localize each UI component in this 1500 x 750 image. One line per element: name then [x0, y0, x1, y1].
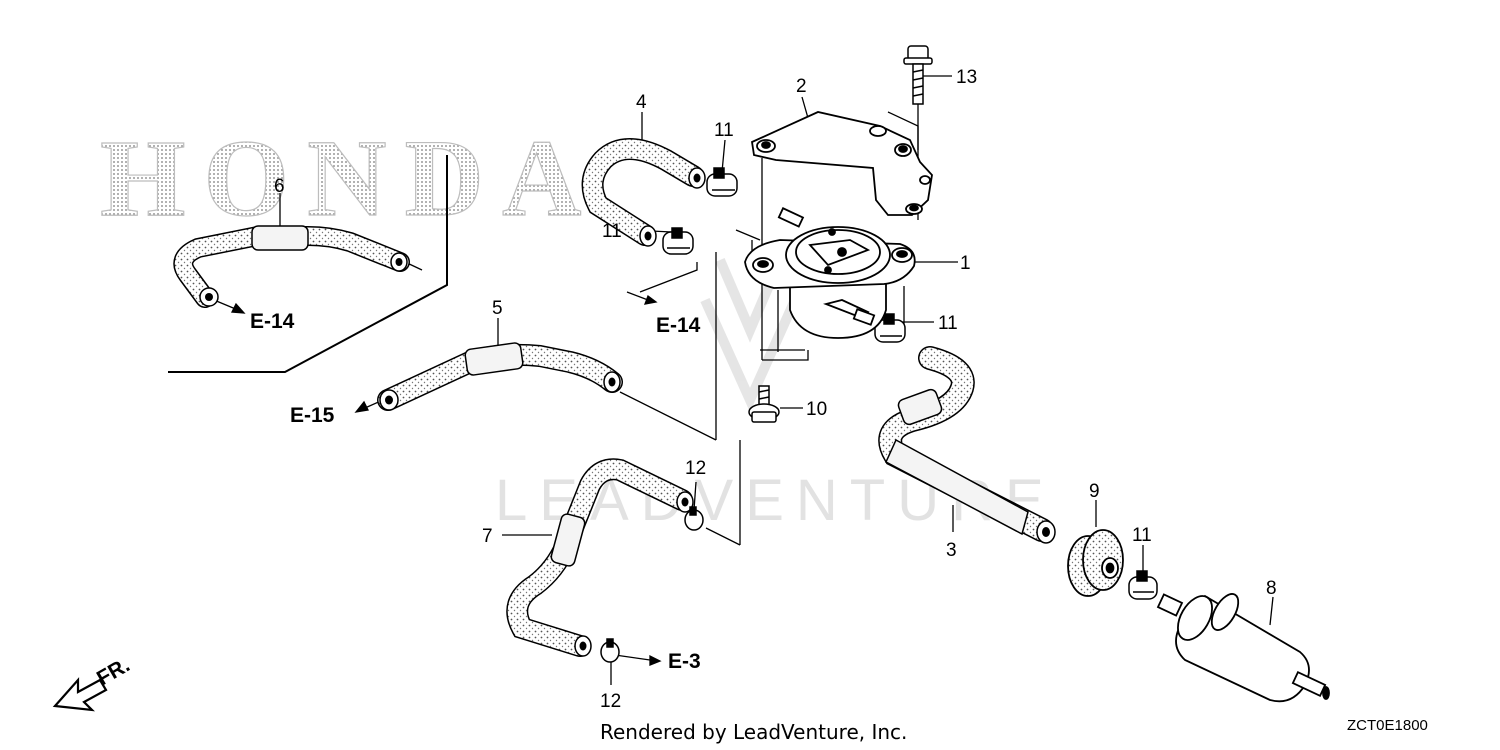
clip-11-top: [706, 167, 738, 197]
fuel-filter-8: [1156, 593, 1330, 703]
callout-11-right: 11: [938, 313, 958, 334]
grommet-9: [1067, 529, 1124, 597]
clip-11-mid: [662, 227, 694, 255]
callout-8: 8: [1266, 578, 1277, 599]
callout-11-top: 11: [714, 120, 734, 141]
diagram-code: ZCT0E1800: [1347, 717, 1428, 734]
callout-10: 10: [806, 399, 827, 420]
callout-4: 4: [636, 92, 647, 113]
callout-2: 2: [796, 76, 807, 97]
inset-border: [168, 155, 448, 373]
clip-11-bottom: [1128, 570, 1158, 600]
callout-7: 7: [482, 526, 493, 547]
callout-11-mid: 11: [602, 221, 622, 242]
hose-3: [878, 346, 1056, 544]
callout-5: 5: [492, 298, 503, 319]
honda-watermark: HONDA: [100, 117, 599, 239]
callout-13: 13: [956, 67, 977, 88]
ref-e3: E-3: [668, 650, 701, 673]
callout-1: 1: [960, 253, 971, 274]
callout-12-top: 12: [685, 458, 706, 479]
ref-e14-left: E-14: [250, 310, 295, 333]
callout-12-bottom: 12: [600, 691, 621, 712]
clip-11-right: [874, 313, 906, 343]
bolt-10: [748, 385, 780, 423]
hose-7: [506, 458, 694, 657]
front-direction-arrow-icon: [52, 677, 108, 712]
clip-12-bottom: [600, 638, 620, 663]
callout-3: 3: [946, 540, 957, 561]
ref-e15: E-15: [290, 404, 335, 427]
callout-9: 9: [1089, 481, 1100, 502]
rendered-by-credit: Rendered by LeadVenture, Inc.: [600, 720, 907, 744]
bolt-13: [903, 45, 933, 105]
hose-4: [581, 138, 706, 247]
clip-12-top: [684, 506, 704, 531]
hose-5: [377, 342, 623, 411]
hose-6: [173, 225, 410, 308]
callout-11-bottom: 11: [1132, 525, 1152, 546]
callout-6: 6: [274, 176, 285, 197]
bracket-2: [751, 111, 933, 216]
fuel-pump-1: [744, 207, 916, 339]
ref-e14-center: E-14: [656, 314, 701, 337]
